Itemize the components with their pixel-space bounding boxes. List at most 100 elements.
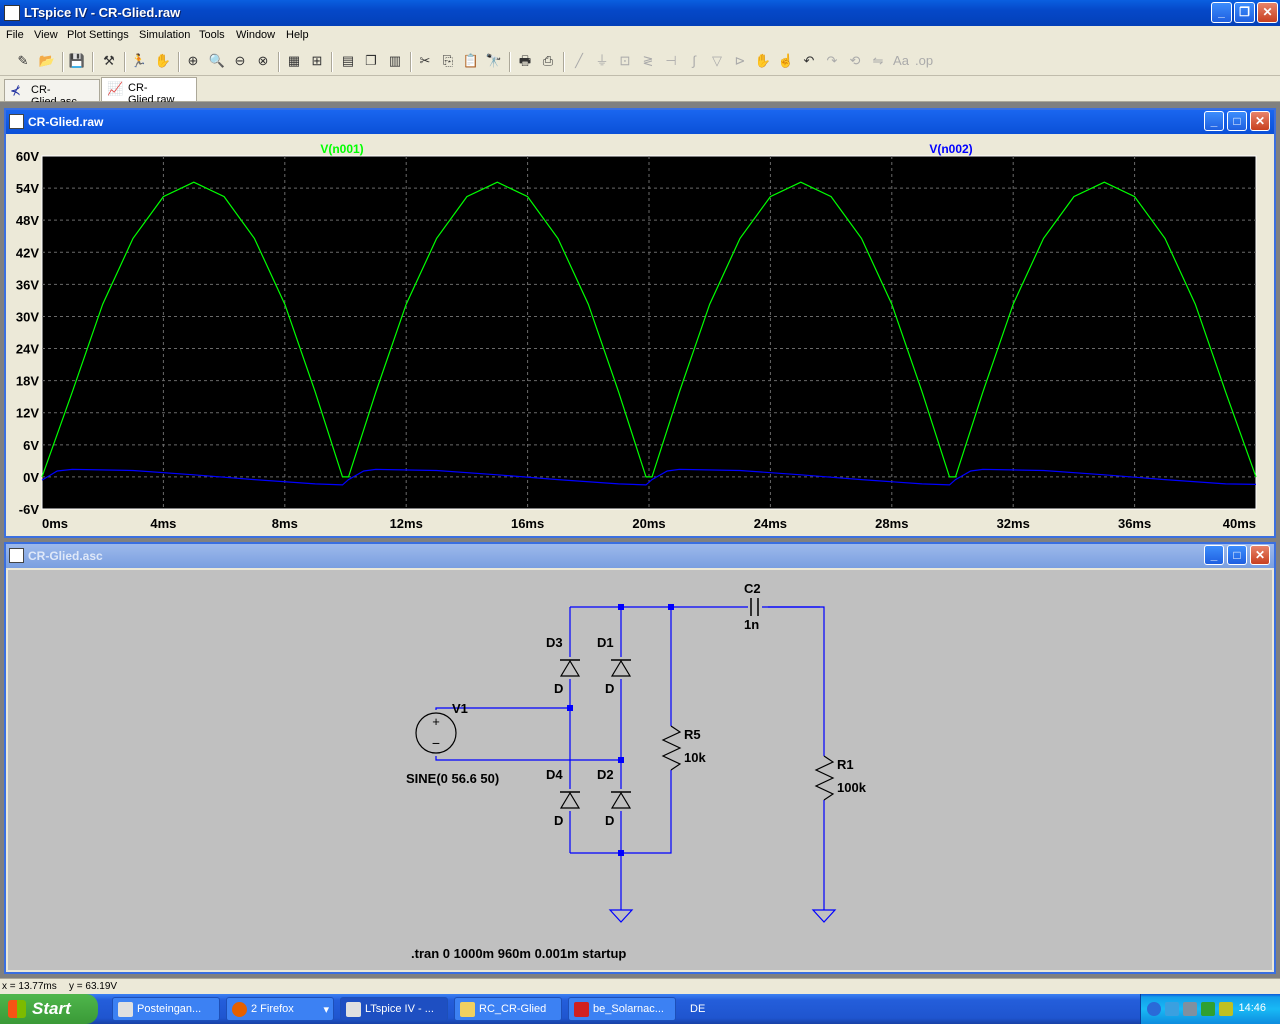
- save-icon[interactable]: 💾: [68, 53, 86, 68]
- network-icon[interactable]: [1183, 1002, 1197, 1016]
- copy-icon[interactable]: ⎘: [442, 53, 454, 68]
- legend-label[interactable]: V(n001): [320, 142, 363, 156]
- capacitor-icon[interactable]: ⊣: [665, 53, 677, 68]
- c2-label[interactable]: C2: [744, 581, 761, 596]
- tab-schematic[interactable]: ⊀ CR-Glied.asc: [4, 79, 100, 108]
- print-icon[interactable]: ⎙: [542, 53, 554, 68]
- task-firefox[interactable]: 2 Firefox ▾: [226, 997, 334, 1021]
- inductor-icon[interactable]: ∫: [692, 53, 696, 68]
- d3-label[interactable]: D3: [546, 635, 563, 650]
- paste-icon[interactable]: 📋: [462, 53, 480, 68]
- language-indicator[interactable]: DE: [690, 1003, 706, 1015]
- drag-icon[interactable]: ☝: [777, 53, 795, 68]
- restore-button[interactable]: ❐: [1234, 2, 1255, 23]
- run-icon[interactable]: 🏃: [130, 53, 148, 68]
- legend-label[interactable]: V(n002): [929, 142, 972, 156]
- d4-label[interactable]: D4: [546, 767, 563, 782]
- d4-model[interactable]: D: [554, 813, 563, 828]
- resistor-r5[interactable]: [660, 725, 682, 771]
- zoom-fit-icon[interactable]: ⊗: [257, 53, 269, 68]
- tile-vertical-icon[interactable]: ▥: [388, 53, 402, 68]
- minimize-button[interactable]: _: [1211, 2, 1232, 23]
- resistor-icon[interactable]: ≷: [642, 53, 654, 68]
- antivirus-icon[interactable]: [1201, 1002, 1215, 1016]
- schematic-close-button[interactable]: ✕: [1250, 545, 1270, 565]
- mirror-icon[interactable]: ⇋: [872, 53, 884, 68]
- capacitor-c2[interactable]: [748, 598, 762, 616]
- text-icon[interactable]: Aa: [893, 53, 909, 68]
- task-posteingang[interactable]: Posteingan...: [112, 997, 220, 1021]
- shield-icon[interactable]: [1219, 1002, 1233, 1016]
- diode-d4[interactable]: [559, 789, 581, 811]
- menu-simulation[interactable]: Simulation: [139, 29, 191, 41]
- pan-icon[interactable]: 🔍: [208, 53, 226, 68]
- print-setup-icon[interactable]: 🖶: [518, 53, 532, 68]
- c2-value[interactable]: 1n: [744, 617, 759, 632]
- d1-label[interactable]: D1: [597, 635, 614, 650]
- cut-icon[interactable]: ✂: [419, 53, 431, 68]
- control-panel-icon[interactable]: ⚒: [103, 53, 115, 68]
- ground-icon[interactable]: ⏚: [595, 53, 609, 68]
- r1-label[interactable]: R1: [837, 757, 854, 772]
- waveform-close-button[interactable]: ✕: [1250, 111, 1270, 131]
- spice-directive[interactable]: .tran 0 1000m 960m 0.001m startup: [411, 946, 626, 961]
- menu-view[interactable]: View: [34, 29, 58, 41]
- r5-value[interactable]: 10k: [684, 750, 706, 765]
- close-button[interactable]: ✕: [1257, 2, 1278, 23]
- component-icon[interactable]: ⊳: [734, 53, 746, 68]
- voltage-source-v1[interactable]: + −: [415, 712, 457, 754]
- menu-file[interactable]: File: [6, 29, 24, 41]
- redo-icon[interactable]: ↷: [826, 53, 838, 68]
- diode-d3[interactable]: [559, 657, 581, 679]
- d3-model[interactable]: D: [554, 681, 563, 696]
- waveform-minimize-button[interactable]: _: [1204, 111, 1224, 131]
- task-ltspice[interactable]: LTspice IV - ...: [340, 997, 448, 1021]
- diode-icon[interactable]: ▽: [712, 53, 722, 68]
- find-icon[interactable]: 🔭: [485, 53, 503, 68]
- zoom-out-icon[interactable]: ⊖: [234, 53, 246, 68]
- r5-label[interactable]: R5: [684, 727, 701, 742]
- menu-help[interactable]: Help: [286, 29, 309, 41]
- undo-icon[interactable]: ↶: [803, 53, 815, 68]
- task-pdf[interactable]: be_Solarnac...: [568, 997, 676, 1021]
- open-folder-icon[interactable]: 📂: [38, 53, 56, 68]
- label-net-icon[interactable]: ⊡: [619, 53, 631, 68]
- diode-d1[interactable]: [610, 657, 632, 679]
- menu-plot-settings[interactable]: Plot Settings: [67, 29, 129, 41]
- zoom-in-icon[interactable]: ⊕: [187, 53, 199, 68]
- resistor-r1[interactable]: [813, 755, 835, 801]
- bluetooth-icon[interactable]: [1165, 1002, 1179, 1016]
- v1-value[interactable]: SINE(0 56.6 50): [406, 771, 499, 786]
- move-icon[interactable]: ✋: [754, 53, 772, 68]
- autorange-icon[interactable]: ▦: [287, 53, 301, 68]
- ltspice-app-icon[interactable]: [4, 5, 20, 21]
- grid-icon[interactable]: ⊞: [311, 53, 323, 68]
- ground-symbol-2[interactable]: [811, 909, 837, 923]
- schematic-background: [8, 570, 1272, 970]
- new-schematic-icon[interactable]: ✎: [17, 53, 29, 68]
- start-button[interactable]: Start: [0, 994, 98, 1024]
- cascade-icon[interactable]: ❐: [365, 53, 377, 68]
- tab-waveform[interactable]: 📈 CR-Glied.raw: [101, 77, 197, 106]
- menu-tools[interactable]: Tools: [199, 29, 225, 41]
- diode-d2[interactable]: [610, 789, 632, 811]
- wire-icon[interactable]: ╱: [575, 53, 583, 68]
- r1-value[interactable]: 100k: [837, 780, 867, 795]
- halt-icon[interactable]: ✋: [154, 53, 172, 68]
- rotate-icon[interactable]: ⟲: [849, 53, 861, 68]
- schematic-canvas[interactable]: + − C2 1n D3 D1 D D D4 D2 D D V1 SINE(0 …: [8, 570, 1272, 970]
- v1-label[interactable]: V1: [452, 701, 468, 716]
- schematic-minimize-button[interactable]: _: [1204, 545, 1224, 565]
- ground-symbol-1[interactable]: [608, 909, 634, 923]
- arrow-left-icon[interactable]: [1147, 1002, 1161, 1016]
- d1-model[interactable]: D: [605, 681, 614, 696]
- d2-model[interactable]: D: [605, 813, 614, 828]
- d2-label[interactable]: D2: [597, 767, 614, 782]
- spice-directive-icon[interactable]: .op: [915, 53, 934, 68]
- waveform-maximize-button[interactable]: □: [1227, 111, 1247, 131]
- tile-horizontal-icon[interactable]: ▤: [341, 53, 355, 68]
- task-rc-cr-glied[interactable]: RC_CR-Glied: [454, 997, 562, 1021]
- menu-window[interactable]: Window: [236, 29, 276, 41]
- schematic-maximize-button[interactable]: □: [1227, 545, 1247, 565]
